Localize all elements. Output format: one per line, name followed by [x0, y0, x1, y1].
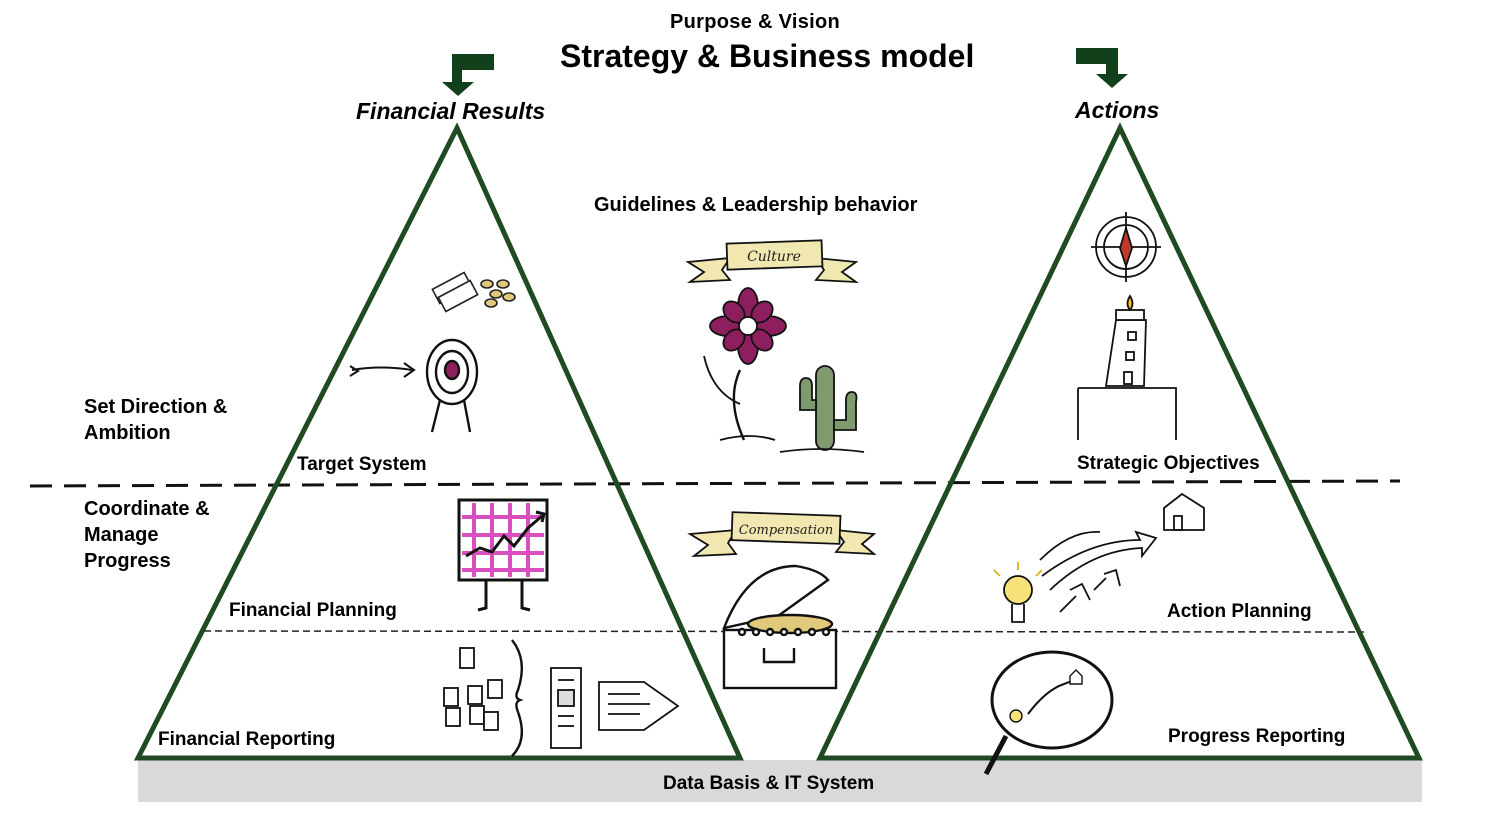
target-icon [425, 338, 479, 433]
side-label-coordinate: Coordinate & Manage Progress [84, 498, 210, 572]
lighthouse-icon [1077, 294, 1177, 440]
left-pyramid-heading: Financial Results [356, 98, 546, 124]
planning-chart-icon [457, 498, 549, 612]
banner-culture-text: Culture [747, 249, 801, 265]
divider-short-dashed [203, 630, 1365, 633]
level-financial-planning: Financial Planning [229, 600, 397, 621]
flower-icon [703, 287, 787, 441]
bent-arrow-right-icon [1076, 48, 1128, 88]
money-icon [431, 271, 516, 313]
compensation-banner-icon: Compensation [687, 511, 877, 558]
documents-icon [443, 639, 680, 757]
banner-compensation-text: Compensation [739, 523, 834, 538]
center-heading: Guidelines & Leadership behavior [594, 194, 918, 216]
right-pyramid [816, 122, 1423, 761]
right-pyramid-heading: Actions [1075, 97, 1160, 123]
base-label: Data Basis & IT System [663, 773, 875, 794]
magnifier-icon [983, 650, 1114, 776]
side-label-set-direction: Set Direction & Ambition [84, 396, 228, 444]
level-strategic-objectives: Strategic Objectives [1077, 453, 1260, 474]
treasure-chest-icon [722, 564, 838, 690]
level-action-planning: Action Planning [1167, 601, 1312, 622]
subtitle-purpose-vision: Purpose & Vision [670, 11, 841, 33]
level-target-system: Target System [297, 454, 427, 475]
page-title: Strategy & Business model [560, 38, 975, 74]
level-progress-reporting: Progress Reporting [1168, 726, 1346, 747]
left-pyramid [133, 122, 744, 761]
cactus-icon [779, 365, 865, 453]
level-financial-reporting: Financial Reporting [158, 729, 336, 750]
compass-icon [1091, 212, 1161, 282]
divider-long-dashed [29, 479, 1401, 488]
base-bar [138, 760, 1422, 802]
action-planning-icon [993, 492, 1205, 623]
culture-banner-icon: Culture [685, 239, 860, 284]
arrow-to-target-icon [349, 362, 416, 378]
bent-arrow-left-icon [442, 54, 494, 96]
